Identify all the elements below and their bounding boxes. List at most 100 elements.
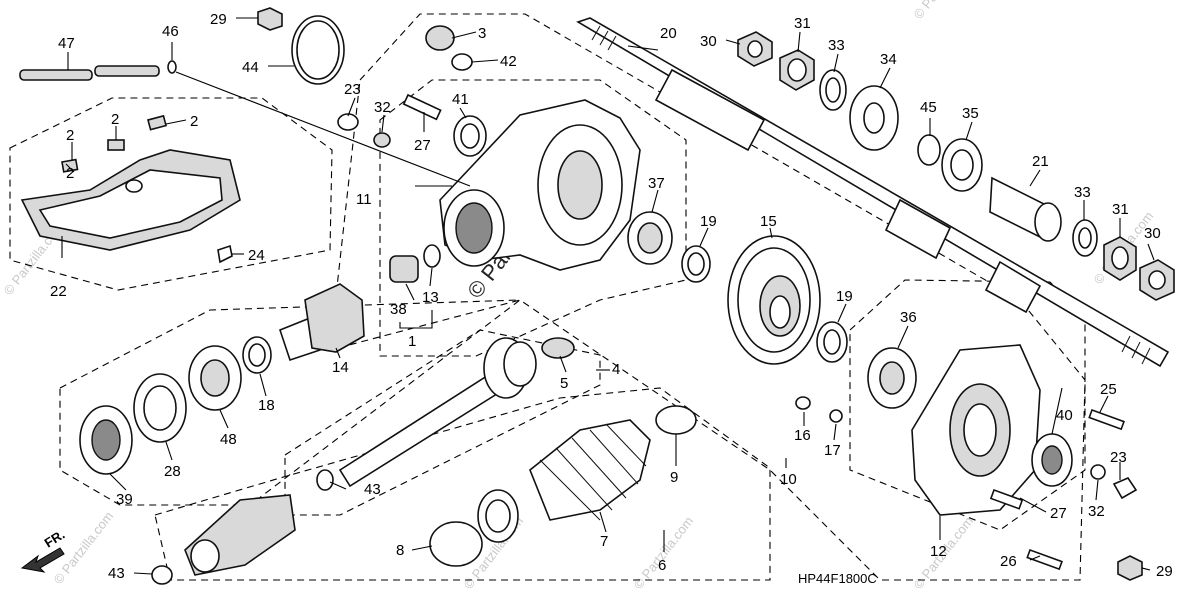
callout-31: 31 (794, 15, 811, 32)
skid-plate (20, 114, 241, 264)
bolt-26 (1026, 548, 1063, 571)
direction-label: FR. (42, 527, 68, 551)
skid-plate-box (9, 97, 333, 291)
rubber-2b (107, 139, 125, 151)
washer-17 (829, 409, 843, 423)
nut-29-top (257, 7, 283, 31)
callout-45: 45 (920, 99, 937, 116)
callout-31: 31 (1112, 201, 1129, 218)
callout-40: 40 (1056, 407, 1073, 424)
group-boxes (9, 13, 1086, 581)
boot-kit-box (154, 387, 771, 581)
callout-35: 35 (962, 105, 979, 122)
callout-33: 33 (1074, 184, 1091, 201)
bolt-25 (1088, 408, 1125, 431)
circlip-45 (917, 134, 941, 166)
callout-17: 17 (824, 442, 841, 459)
final-drive-cover (795, 344, 1143, 581)
rubber-2a (61, 158, 79, 173)
callout-30: 30 (700, 33, 717, 50)
callout-11: 11 (356, 191, 372, 208)
callout-48: 48 (220, 431, 237, 448)
callout-43: 43 (364, 481, 381, 498)
callout-29: 29 (1156, 563, 1173, 580)
callout-13: 13 (422, 289, 439, 306)
axle-hardware (737, 31, 1175, 301)
callout-27: 27 (1050, 505, 1067, 522)
callout-5: 5 (560, 375, 568, 392)
band-9 (655, 405, 697, 435)
callout-18: 18 (258, 397, 275, 414)
callout-20: 20 (660, 25, 677, 42)
callout-36: 36 (900, 309, 917, 326)
stud-27-top (402, 93, 442, 121)
callout-4: 4 (612, 361, 620, 378)
driveshaft-box (284, 329, 601, 516)
callout-42: 42 (500, 53, 517, 70)
spring-5 (541, 337, 575, 359)
bolt-16 (795, 396, 811, 410)
callout-19: 19 (700, 213, 717, 230)
callout-47: 47 (58, 35, 75, 52)
callout-2: 2 (111, 111, 119, 128)
callout-41: 41 (452, 91, 469, 108)
callout-21: 21 (1032, 153, 1049, 170)
callout-10: 10 (780, 471, 797, 488)
callout-3: 3 (478, 25, 486, 42)
gear-case (415, 99, 641, 271)
outer-frame-box (329, 13, 1086, 581)
callout-15: 15 (760, 213, 777, 230)
callout-labels: 1 2 2 2 2 3 4 5 6 7 8 9 10 11 12 13 14 1… (50, 11, 1173, 582)
bolt-23-top (337, 113, 359, 131)
top-small-parts (19, 7, 487, 157)
nut-29-bottom (1117, 555, 1143, 581)
callout-16: 16 (794, 427, 811, 444)
callout-8: 8 (396, 542, 404, 559)
rubber-2c (147, 114, 168, 131)
callout-29: 29 (210, 11, 227, 28)
circlip-13 (423, 244, 441, 268)
pinion-bearing-pack (79, 336, 272, 475)
plug-3 (425, 25, 455, 51)
callout-2: 2 (66, 165, 74, 182)
case-bearings (389, 211, 711, 283)
washer-32-top (373, 132, 391, 148)
needle-bearing-38 (389, 255, 419, 283)
diagram-code: HP44F1800C (798, 571, 877, 586)
callout-34: 34 (880, 51, 897, 68)
callout-6: 6 (658, 557, 666, 574)
pinion-gear (279, 283, 365, 362)
callout-23: 23 (1110, 449, 1127, 466)
callout-28: 28 (164, 463, 181, 480)
bolt-24 (217, 244, 233, 264)
o-ring-43-bottom (151, 565, 173, 585)
callout-33: 33 (828, 37, 845, 54)
callout-26: 26 (1000, 553, 1017, 570)
callout-27: 27 (414, 137, 431, 154)
clip-46 (167, 60, 177, 74)
callout-39: 39 (116, 491, 133, 508)
cv-boot-joint (151, 405, 697, 585)
callout-9: 9 (670, 469, 678, 486)
callout-46: 46 (162, 23, 179, 40)
callout-2: 2 (66, 127, 74, 144)
breather-hose-47b (94, 65, 160, 77)
callout-24: 24 (248, 247, 265, 264)
callout-38: 38 (390, 301, 407, 318)
o-ring-43-mid (316, 469, 334, 491)
breather-hose-47a (19, 69, 93, 81)
callout-43: 43 (108, 565, 125, 582)
callout-30: 30 (1144, 225, 1161, 242)
callout-32: 32 (1088, 503, 1105, 520)
cover-box (849, 279, 1086, 531)
bolt-23-bottom (1112, 477, 1138, 500)
callout-14: 14 (332, 359, 349, 376)
callout-7: 7 (600, 533, 608, 550)
ring-gear (727, 235, 848, 365)
stud-27-bottom (989, 488, 1024, 510)
o-ring-42 (451, 53, 473, 71)
watermark: © Partzilla.com (911, 0, 977, 22)
leader-lines (61, 17, 1155, 575)
callout-1: 1 (408, 333, 416, 350)
callout-25: 25 (1100, 381, 1117, 398)
